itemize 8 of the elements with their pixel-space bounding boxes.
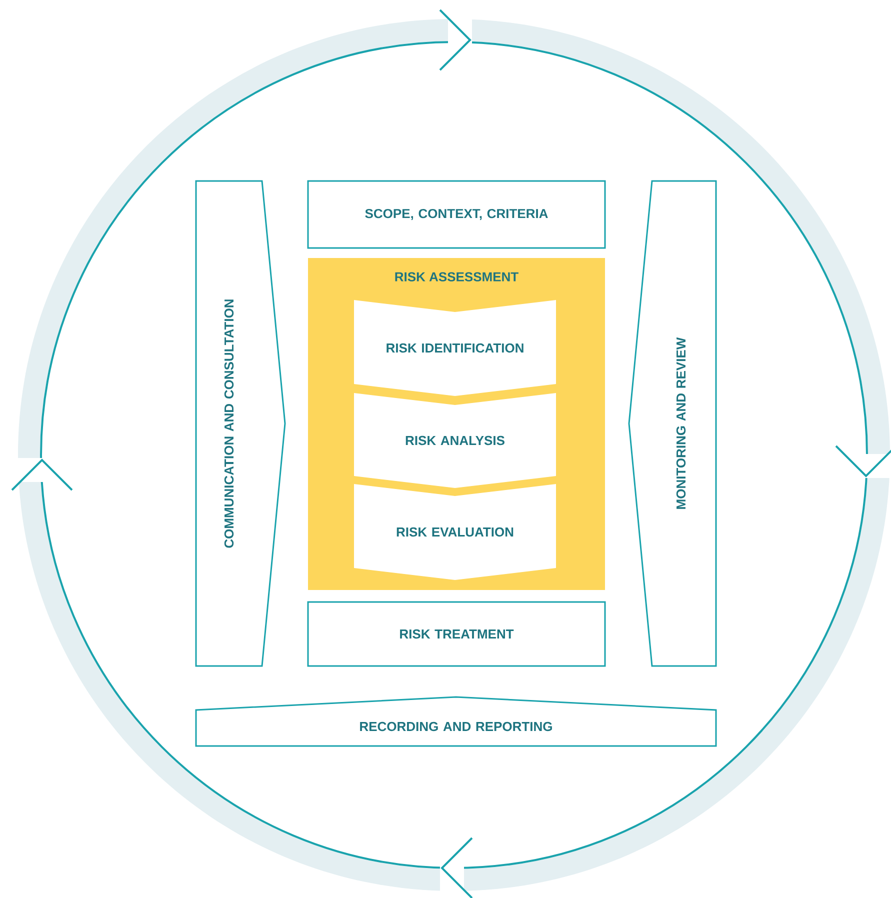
arrow-box: COMMUNICATION AND CONSULTATION bbox=[195, 180, 286, 667]
process-box: RISK TREATMENT bbox=[307, 601, 606, 667]
arrow-box: MONITORING AND REVIEW bbox=[628, 180, 717, 667]
arrow-box: RECORDING AND REPORTING bbox=[195, 696, 717, 747]
process-box: SCOPE, CONTEXT, CRITERIA bbox=[307, 180, 606, 249]
chevron-box: RISK IDENTIFICATION bbox=[354, 300, 556, 396]
chevron-box: RISK EVALUATION bbox=[354, 484, 556, 580]
chevron-box: RISK ANALYSIS bbox=[354, 393, 556, 488]
